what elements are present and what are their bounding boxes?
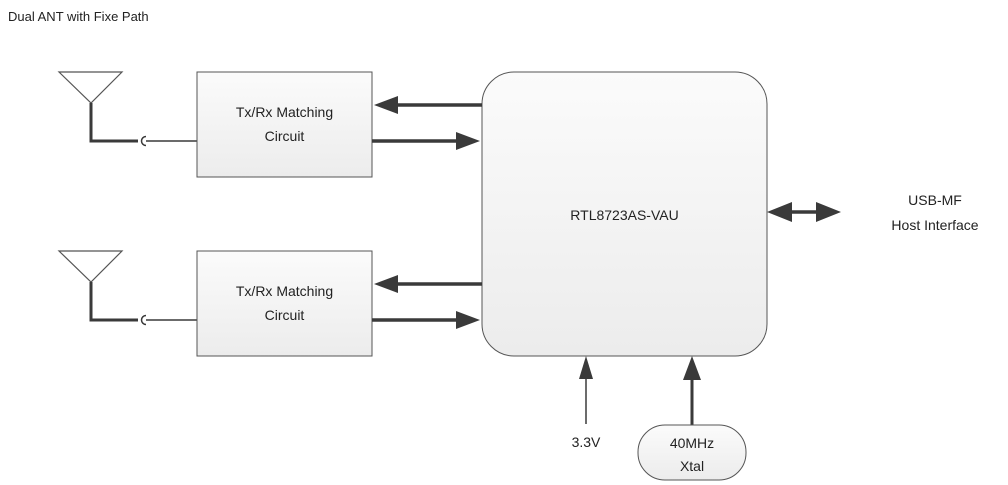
crystal-block: 40MHz Xtal: [637, 424, 747, 481]
antenna-2-icon: [57, 250, 197, 326]
matching-circuit-1-line1: Tx/Rx Matching: [236, 104, 333, 120]
matching-circuit-1: Tx/Rx Matching Circuit: [196, 71, 373, 178]
crystal-arrow: [683, 356, 701, 425]
host-interface-line1: USB-MF: [908, 192, 962, 208]
rtl-chip-block: RTL8723AS-VAU: [481, 71, 768, 357]
matching-circuit-2: Tx/Rx Matching Circuit: [196, 250, 373, 357]
host-interface-arrow: [767, 202, 841, 222]
arrow-chip-to-circuit-1: [374, 96, 482, 114]
chip-label: RTL8723AS-VAU: [570, 207, 678, 223]
matching-circuit-2-line2: Circuit: [265, 307, 305, 323]
matching-circuit-1-line2: Circuit: [265, 128, 305, 144]
arrow-circuit-2-to-chip: [372, 311, 480, 329]
arrow-circuit-1-to-chip: [372, 132, 480, 150]
arrow-chip-to-circuit-2: [374, 275, 482, 293]
crystal-line1: 40MHz: [670, 435, 714, 451]
antenna-1-icon: [57, 71, 197, 147]
power-arrow: [579, 356, 593, 424]
power-label: 3.3V: [572, 434, 601, 450]
host-interface-line2: Host Interface: [891, 217, 978, 233]
crystal-line2: Xtal: [680, 458, 704, 474]
matching-circuit-2-line1: Tx/Rx Matching: [236, 283, 333, 299]
diagram-title: Dual ANT with Fixe Path: [8, 9, 149, 24]
